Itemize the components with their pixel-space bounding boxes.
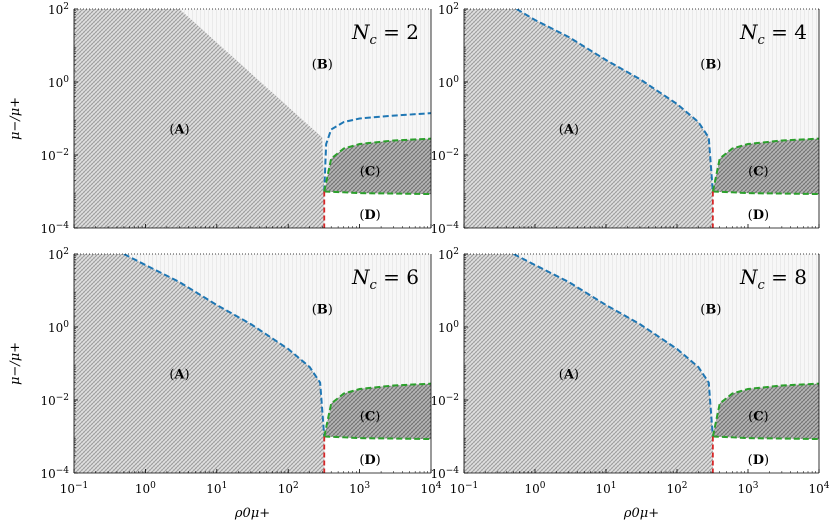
chart-panel-2: 10−4 10−2 100 102 Nc = 4 (A) (B) (C) (D) bbox=[430, 2, 820, 236]
region-label-b: (B) bbox=[700, 58, 721, 73]
y-tick-label: 102 bbox=[438, 2, 459, 17]
region-c-fill bbox=[712, 138, 819, 195]
chart-panel-3: 10−4 10−2 100 102 10−1 100 101 102 103 104 Nc = 6 (… bbox=[8, 247, 442, 521]
y-tick-label: 10−4 bbox=[40, 466, 69, 481]
region-label-d: (D) bbox=[748, 208, 769, 223]
boundary-c-lower-line bbox=[712, 190, 819, 196]
y-tick-label: 100 bbox=[438, 75, 459, 90]
region-label-a: (A) bbox=[559, 367, 579, 382]
region-label-c: (C) bbox=[748, 410, 769, 425]
boundary-ab-line bbox=[123, 254, 326, 437]
y-tick-label: 10−4 bbox=[40, 221, 69, 236]
chart-panel-4: 10−4 10−2 100 102 10−1 100 101 102 103 104 Nc = 8 (… bbox=[430, 247, 829, 521]
region-label-a: (A) bbox=[169, 122, 189, 137]
region-a-fill bbox=[464, 254, 713, 473]
y-tick-label: 10−2 bbox=[430, 393, 459, 408]
x-tick-label: 104 bbox=[420, 481, 441, 496]
region-label-c: (C) bbox=[748, 165, 769, 180]
x-tick-label: 101 bbox=[595, 481, 616, 496]
region-label-b: (B) bbox=[312, 303, 333, 318]
y-tick-label: 100 bbox=[48, 320, 69, 335]
region-label-b: (B) bbox=[312, 58, 333, 73]
y-tick-label: 100 bbox=[438, 320, 459, 335]
region-a-fill bbox=[74, 9, 325, 228]
x-tick-label: 10−1 bbox=[450, 481, 479, 496]
x-tick-label: 103 bbox=[737, 481, 758, 496]
plot-area bbox=[464, 9, 819, 228]
y-tick-label: 10−4 bbox=[430, 466, 459, 481]
region-c-fill bbox=[712, 383, 819, 440]
region-d-fill bbox=[712, 436, 819, 473]
x-tick-label: 102 bbox=[278, 481, 299, 496]
plot-area bbox=[74, 254, 431, 473]
x-tick-label: 100 bbox=[135, 481, 156, 496]
region-c-fill bbox=[324, 383, 431, 440]
boundary-c-upper-line bbox=[323, 382, 431, 437]
y-tick-label: 10−2 bbox=[430, 148, 459, 163]
region-label-b: (B) bbox=[700, 303, 721, 318]
x-tick-label: 104 bbox=[808, 481, 829, 496]
boundary-ab-line bbox=[323, 112, 431, 192]
boundary-c-upper-line bbox=[711, 137, 819, 192]
boundary-ab-line bbox=[513, 254, 714, 437]
plot-area bbox=[74, 9, 431, 228]
boundary-ab-line bbox=[516, 9, 714, 192]
region-d-fill bbox=[712, 191, 819, 228]
region-label-c: (C) bbox=[360, 165, 381, 180]
y-tick-label: 100 bbox=[48, 75, 69, 90]
x-axis-label: ρ0μ+ bbox=[234, 506, 270, 521]
chart-panel-1: 10−4 10−2 100 102 Nc = 2 (A) (B) (C) (D) μ−/μ+ bbox=[8, 2, 432, 236]
y-tick-label: 10−2 bbox=[40, 148, 69, 163]
x-tick-label: 10−1 bbox=[60, 481, 89, 496]
region-a-fill bbox=[74, 254, 325, 473]
panel-title: Nc = 6 bbox=[351, 265, 419, 293]
y-tick-label: 10−4 bbox=[430, 221, 459, 236]
x-tick-label: 103 bbox=[349, 481, 370, 496]
y-tick-label: 102 bbox=[48, 247, 69, 262]
plot-area bbox=[464, 254, 819, 473]
y-axis-label: μ−/μ+ bbox=[8, 97, 23, 140]
region-label-c: (C) bbox=[360, 410, 381, 425]
region-d-fill bbox=[324, 191, 431, 228]
boundary-c-lower-line bbox=[324, 435, 431, 441]
y-axis-label: μ−/μ+ bbox=[8, 342, 23, 385]
y-tick-label: 102 bbox=[48, 2, 69, 17]
region-label-d: (D) bbox=[359, 208, 380, 223]
region-a-fill bbox=[464, 9, 713, 228]
panel-title: Nc = 8 bbox=[739, 265, 807, 293]
boundary-c-lower-line bbox=[712, 435, 819, 441]
region-label-d: (D) bbox=[748, 453, 769, 468]
y-tick-label: 10−2 bbox=[40, 393, 69, 408]
panel-title: Nc = 2 bbox=[351, 20, 419, 48]
boundary-c-upper-line bbox=[323, 137, 431, 192]
region-label-d: (D) bbox=[359, 453, 380, 468]
region-label-a: (A) bbox=[169, 367, 189, 382]
region-d-fill bbox=[324, 436, 431, 473]
x-tick-label: 101 bbox=[206, 481, 227, 496]
boundary-c-lower-line bbox=[324, 190, 431, 196]
boundary-c-upper-line bbox=[711, 382, 819, 437]
y-tick-label: 102 bbox=[438, 247, 459, 262]
region-label-a: (A) bbox=[559, 122, 579, 137]
panel-title: Nc = 4 bbox=[739, 20, 807, 48]
region-c-fill bbox=[324, 138, 431, 195]
x-tick-label: 102 bbox=[666, 481, 687, 496]
x-tick-label: 100 bbox=[524, 481, 545, 496]
x-axis-label: ρ0μ+ bbox=[623, 506, 659, 521]
